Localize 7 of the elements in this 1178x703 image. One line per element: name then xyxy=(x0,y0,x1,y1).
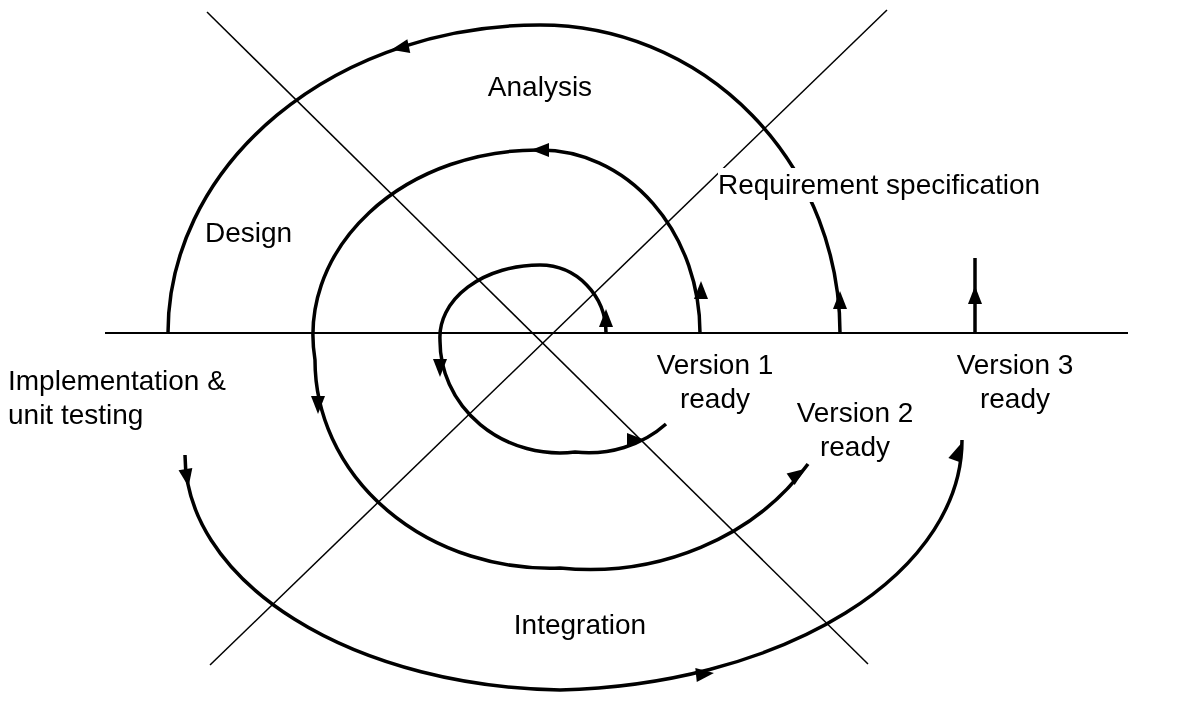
stage-label: Version 3 ready xyxy=(955,348,1075,416)
stage-label: Integration xyxy=(512,608,648,642)
stage-label: Version 1 ready xyxy=(655,348,775,416)
stage-label: Design xyxy=(205,216,294,250)
stage-label: Version 2 ready xyxy=(795,396,915,464)
stage-label: Implementation & unit testing xyxy=(8,364,227,432)
stage-label: Analysis xyxy=(486,70,594,104)
